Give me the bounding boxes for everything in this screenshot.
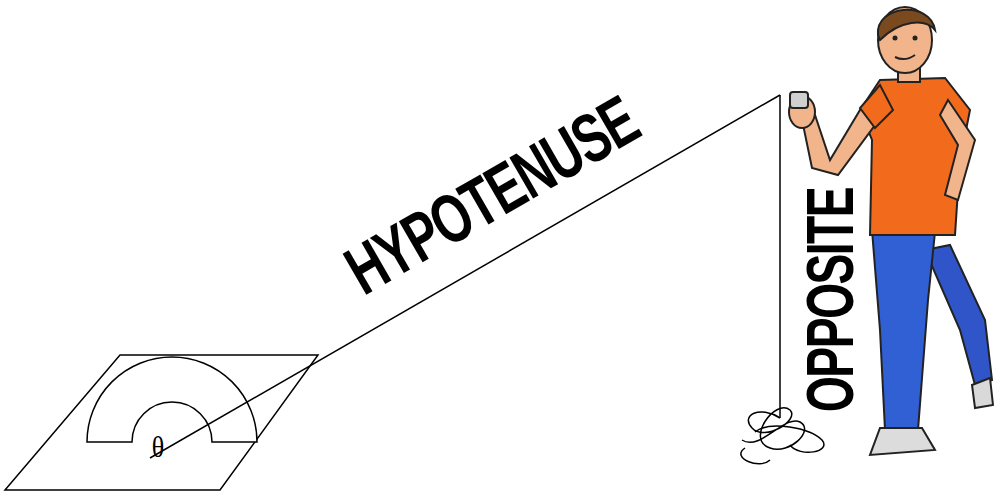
angle-symbol: θ [152,433,164,463]
protractor [87,357,257,442]
card [5,355,318,490]
opposite-line [779,95,781,418]
hypotenuse-label: HYPOTENUSE [335,85,649,306]
opposite-label: OPPOSITE [797,188,864,412]
hypotenuse-line [150,95,780,458]
string-tangle [741,408,824,464]
man-figure [789,7,993,455]
